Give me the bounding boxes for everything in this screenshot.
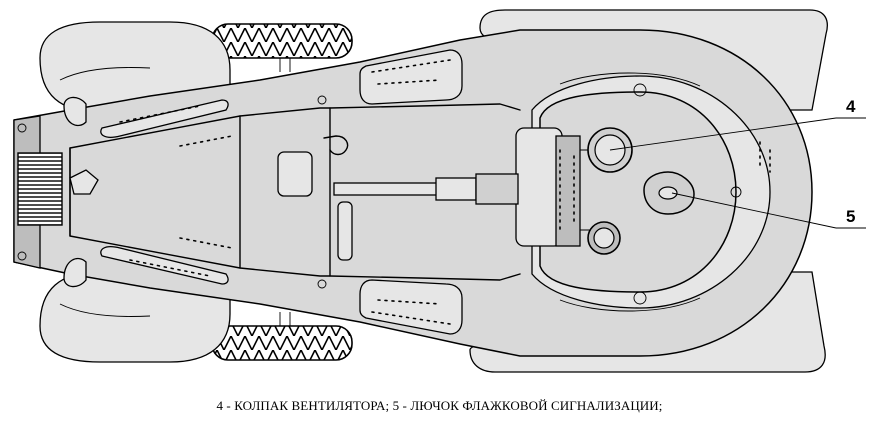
radiator-grille [17, 152, 63, 226]
lower-round-hatch [587, 221, 621, 255]
gun-mantlet [555, 135, 581, 247]
side-panel-bottom [100, 246, 229, 285]
turret-front-plate [515, 127, 563, 247]
callout-4: 4 [846, 97, 856, 116]
front-wheel-top [211, 23, 353, 72]
front-fender-bottom [39, 271, 231, 363]
leader-line-4 [609, 117, 837, 151]
flag-signal-hatch [643, 171, 695, 215]
gun [333, 173, 519, 205]
callout-5: 5 [846, 207, 855, 226]
leader-line-5 [671, 192, 837, 229]
figure-caption: 4 - КОЛПАК ВЕНТИЛЯТОРА; 5 - ЛЮЧОК ФЛАЖКО… [216, 398, 663, 413]
headlight-bottom [63, 257, 87, 288]
side-vision-slot [337, 201, 353, 261]
front-fender-top [39, 21, 231, 113]
rear-side-panel-top [359, 49, 463, 105]
front-wheel-bottom [211, 312, 353, 361]
driver-hatch [277, 151, 313, 197]
side-panel-top [100, 99, 229, 138]
headlight-top [63, 96, 87, 127]
rear-side-panel-bottom [359, 279, 463, 335]
